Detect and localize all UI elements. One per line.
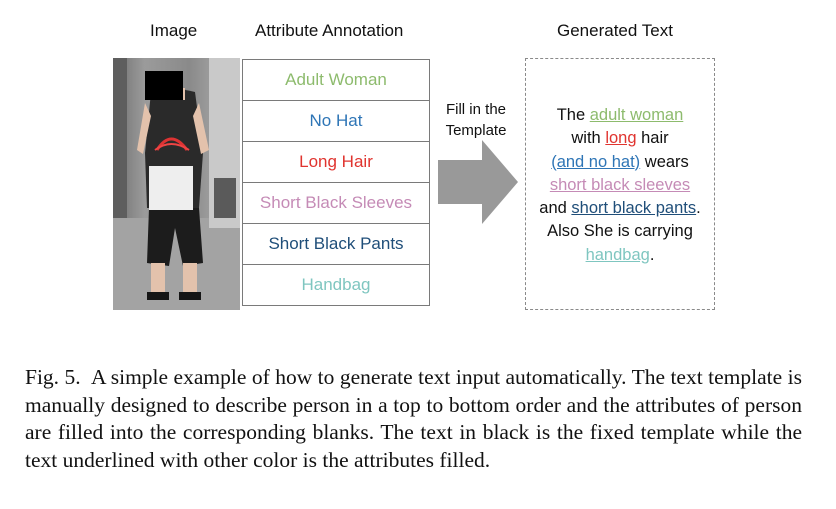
attribute-no-hat: No Hat: [242, 100, 430, 142]
attribute-annotation-header: Attribute Annotation: [255, 21, 404, 40]
generated-line: Also She is carrying: [526, 220, 714, 243]
generated-line: short black sleeves: [526, 174, 714, 197]
generated-line: The adult woman: [526, 104, 714, 127]
attribute-short-black-sleeves: Short Black Sleeves: [242, 182, 430, 224]
filled-attribute: handbag: [585, 245, 650, 264]
attribute-label: Handbag: [301, 275, 371, 294]
attribute-label: Short Black Sleeves: [259, 193, 413, 212]
person-photo: [113, 58, 240, 310]
template-text: wears: [640, 152, 689, 171]
attribute-handbag: Handbag: [242, 264, 430, 306]
filled-attribute: short black pants: [571, 199, 697, 218]
generated-line: handbag.: [526, 244, 714, 267]
generated-text-box: The adult woman with long hair (and no h…: [525, 58, 715, 310]
generated-line: and short black pants.: [526, 197, 714, 220]
attribute-label: Adult Woman: [285, 70, 387, 89]
filled-attribute: long: [605, 129, 637, 148]
template-text: The: [556, 106, 590, 124]
fill-template-line2: Template: [445, 122, 507, 139]
generated-text: The adult woman with long hair (and no h…: [526, 104, 714, 267]
template-text: and: [539, 199, 572, 218]
template-text: hair: [636, 129, 669, 148]
image-column-header: Image: [150, 21, 198, 40]
attribute-adult-woman: Adult Woman: [242, 59, 430, 101]
figure-caption: Fig. 5. A simple example of how to gener…: [25, 364, 802, 474]
filled-attribute: (and no hat): [551, 152, 641, 171]
attribute-label: Long Hair: [299, 152, 373, 171]
filled-attribute: short black sleeves: [549, 175, 691, 194]
attribute-list: Adult Woman No Hat Long Hair Short Black…: [242, 59, 430, 306]
template-text: with: [571, 129, 606, 148]
figure-number: Fig. 5.: [25, 365, 81, 389]
template-text: Also She is carrying: [547, 222, 693, 241]
attribute-long-hair: Long Hair: [242, 141, 430, 183]
filled-attribute: adult woman: [589, 106, 684, 124]
attribute-short-black-pants: Short Black Pants: [242, 223, 430, 265]
template-text: .: [696, 199, 701, 218]
fill-template-label: Fill in the Template: [440, 99, 512, 141]
right-arrow-icon: [438, 140, 518, 224]
template-text: .: [649, 245, 655, 264]
generated-text-header: Generated Text: [557, 21, 673, 40]
attribute-label: No Hat: [309, 111, 363, 130]
fill-template-line1: Fill in the: [445, 101, 507, 118]
generated-line: (and no hat) wears: [526, 151, 714, 174]
caption-text: A simple example of how to generate text…: [25, 365, 802, 472]
generated-line: with long hair: [526, 127, 714, 150]
attribute-label: Short Black Pants: [268, 234, 404, 253]
